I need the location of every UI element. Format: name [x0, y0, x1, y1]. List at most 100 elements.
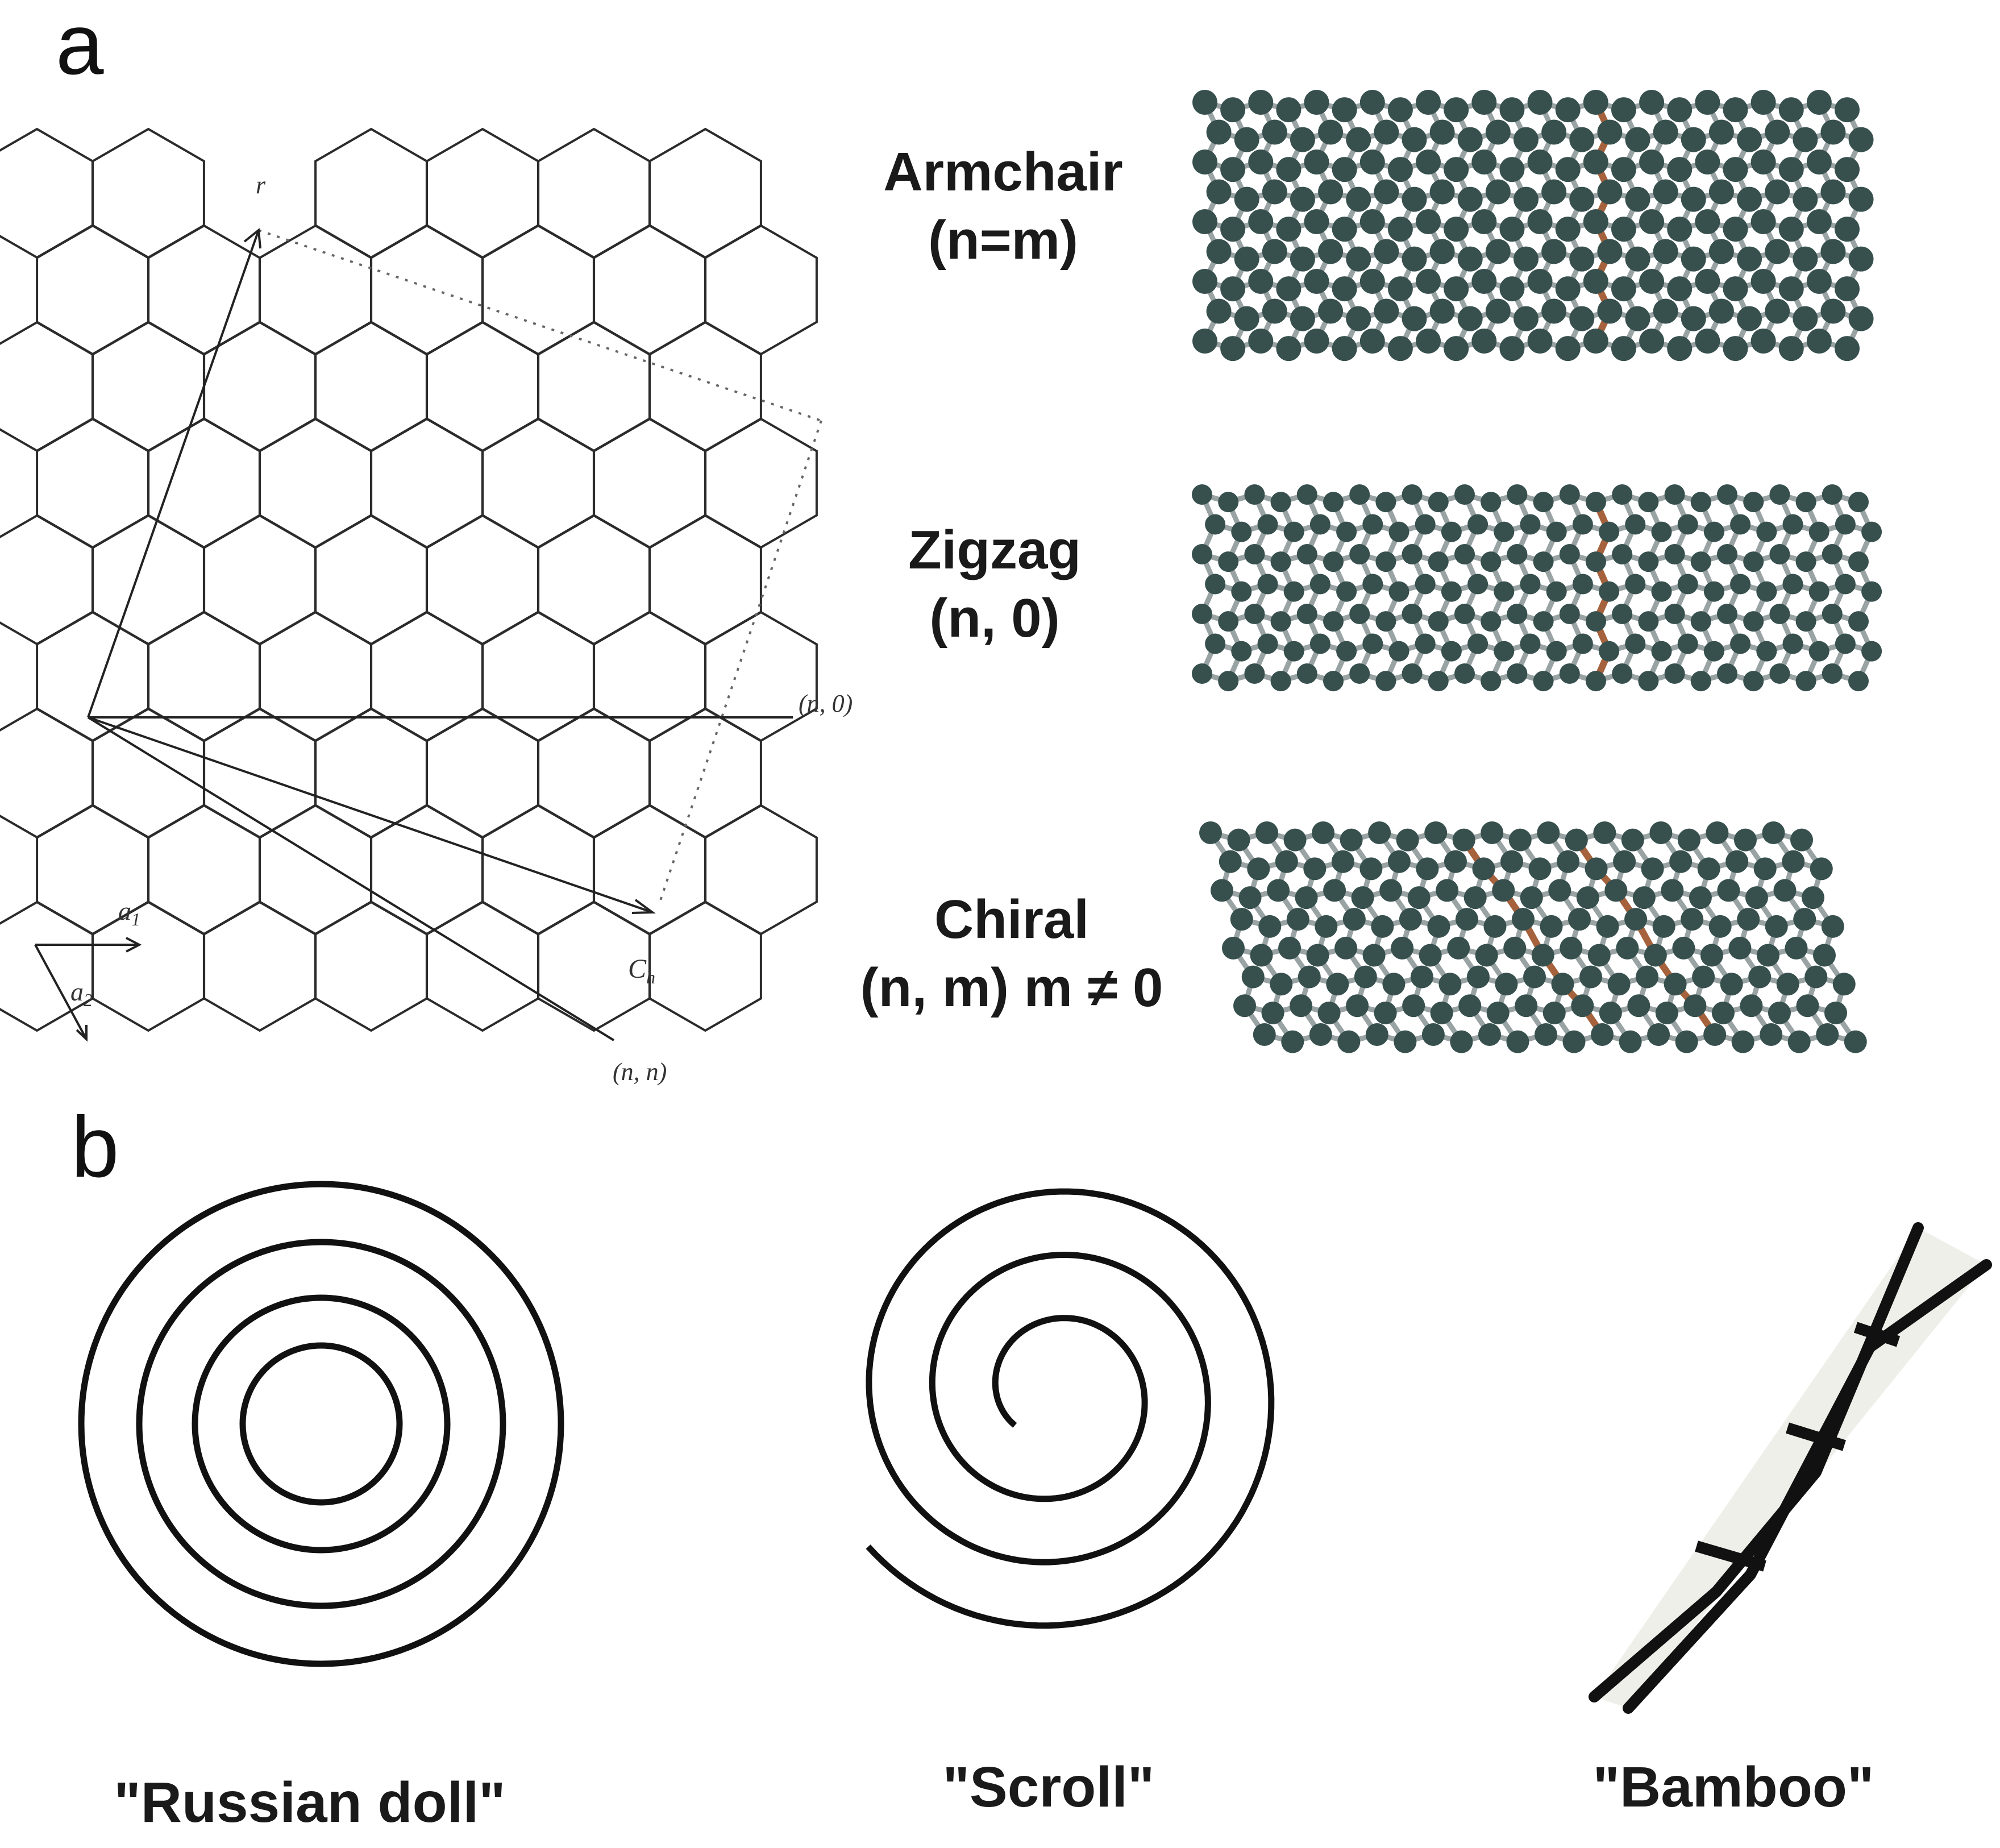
- carbon-atom: [1523, 965, 1546, 989]
- hexagon-cell: [537, 707, 651, 839]
- carbon-atom: [1822, 663, 1843, 684]
- carbon-atom: [1703, 521, 1724, 542]
- carbon-atom: [1428, 671, 1449, 692]
- carbon-atom: [1309, 1023, 1332, 1046]
- carbon-atom: [1527, 209, 1553, 234]
- hexagon-cell: [593, 224, 706, 356]
- carbon-atom: [1247, 857, 1270, 881]
- carbon-atom: [1527, 149, 1553, 175]
- carbon-atom: [1359, 209, 1385, 234]
- carbon-atom: [1492, 879, 1515, 902]
- carbon-atom: [1205, 574, 1226, 595]
- carbon-atom: [1276, 157, 1302, 182]
- hexagon-cell: [370, 611, 484, 742]
- carbon-atom: [1816, 1023, 1839, 1046]
- carbon-atom: [1621, 828, 1644, 852]
- hexagon-cell: [370, 224, 484, 356]
- carbon-atom: [1507, 604, 1528, 624]
- carbon-atom: [1546, 581, 1567, 602]
- carbon-atom: [1192, 149, 1217, 175]
- carbon-atom: [1822, 604, 1843, 624]
- hexagon-cell: [259, 224, 372, 356]
- carbon-atom: [1402, 484, 1423, 505]
- carbon-atom: [1813, 944, 1836, 967]
- carbon-atom: [1599, 641, 1620, 662]
- carbon-atom: [1625, 514, 1646, 535]
- carbon-atom: [1700, 944, 1723, 967]
- carbon-atom: [1220, 276, 1246, 302]
- carbon-atom: [1234, 306, 1259, 331]
- carbon-atom: [1717, 879, 1740, 902]
- hexagon-cell: [92, 707, 205, 839]
- translation-dotted-line: [258, 229, 822, 422]
- carbon-atom: [1607, 973, 1631, 996]
- carbon-atom: [1457, 306, 1483, 331]
- carbon-atom: [1309, 574, 1330, 595]
- carbon-atom: [1632, 886, 1656, 910]
- hexagon-cell: [0, 514, 94, 646]
- carbon-atom: [1583, 90, 1608, 115]
- carbon-atom: [1206, 298, 1232, 324]
- carbon-atom: [1248, 90, 1274, 115]
- carbon-atom: [1520, 514, 1541, 535]
- hexagon-cell: [593, 611, 706, 742]
- label-ch: Ch: [628, 954, 655, 987]
- carbon-atom: [1653, 119, 1678, 145]
- carbon-atom: [1624, 908, 1648, 931]
- carbon-atom: [1750, 90, 1776, 115]
- carbon-atom: [1283, 521, 1304, 542]
- carbon-atom: [1340, 828, 1363, 852]
- carbon-atom: [1454, 544, 1475, 564]
- carbon-atom: [1315, 915, 1338, 938]
- carbon-atom: [1304, 209, 1329, 234]
- carbon-atom: [1835, 633, 1856, 654]
- carbon-atom: [1387, 97, 1413, 123]
- carbon-atom: [1808, 521, 1829, 542]
- carbon-atom: [1244, 544, 1265, 564]
- carbon-atom: [1387, 850, 1411, 873]
- carbon-atom: [1571, 994, 1594, 1018]
- carbon-atom: [1861, 521, 1882, 542]
- carbon-atom: [1555, 157, 1581, 182]
- carbon-atom: [1625, 127, 1650, 152]
- carbon-atom: [1463, 886, 1487, 910]
- carbon-atom: [1304, 149, 1329, 175]
- carbon-atom: [1520, 633, 1541, 654]
- carbon-atom: [1802, 886, 1824, 910]
- carbon-atom: [1375, 671, 1396, 692]
- carbon-atom: [1820, 119, 1846, 145]
- carbon-atom: [1651, 521, 1672, 542]
- hexagon-cell: [593, 417, 706, 549]
- carbon-atom: [1795, 611, 1816, 632]
- carbon-atom: [1723, 97, 1748, 123]
- carbon-atom: [1664, 663, 1685, 684]
- carbon-atom: [1402, 186, 1427, 212]
- carbon-atom: [1220, 157, 1246, 182]
- carbon-atom: [1667, 276, 1693, 302]
- carbon-atom: [1336, 641, 1357, 662]
- carbon-atom: [1806, 90, 1832, 115]
- carbon-atom: [1796, 994, 1819, 1018]
- carbon-atom: [1793, 127, 1818, 152]
- carbon-atom: [1661, 879, 1684, 902]
- carbon-atom: [1695, 269, 1720, 294]
- carbon-atom: [1261, 1001, 1284, 1024]
- carbon-atom: [1388, 581, 1409, 602]
- carbon-atom: [1790, 828, 1813, 852]
- carbon-atom: [1787, 1030, 1811, 1053]
- carbon-atom: [1690, 551, 1711, 572]
- vector-r-arrowhead: [243, 228, 261, 249]
- carbon-atom: [1306, 944, 1329, 967]
- carbon-atom: [1276, 217, 1302, 242]
- carbon-atom: [1429, 239, 1455, 264]
- carbon-atom: [1416, 857, 1439, 881]
- carbon-atom: [1677, 828, 1700, 852]
- carbon-atom: [1290, 994, 1313, 1018]
- carbon-atom: [1362, 944, 1386, 967]
- carbon-atom: [1596, 915, 1619, 938]
- carbon-atom: [1416, 90, 1441, 115]
- carbon-atom: [1672, 936, 1695, 960]
- carbon-atom: [1762, 821, 1785, 844]
- carbon-atom: [1349, 663, 1370, 684]
- zigzag-name: Zigzag: [908, 520, 1081, 580]
